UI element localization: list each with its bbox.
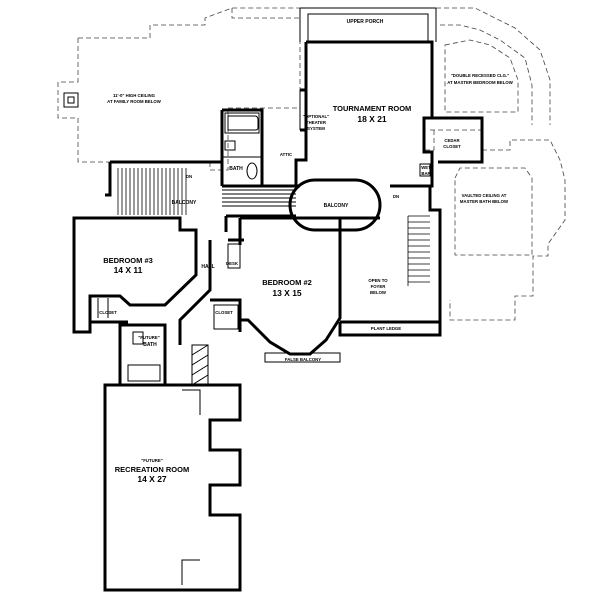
cedar-closet-label-1: CEDAR [444, 138, 460, 143]
closet3-label: CLOSET [99, 310, 117, 315]
bedroom2-name: BEDROOM #2 [262, 278, 312, 287]
open-foyer-label-1: OPEN TO [368, 278, 388, 283]
family-ceiling-label-2: AT FAMILY ROOM BELOW [107, 99, 162, 104]
bath-label: BATH [229, 166, 243, 172]
plant-ledge-label: PLANT LEDGE [371, 326, 401, 331]
family-ceiling-label-1: 11'-0" HIGH CEILING [113, 93, 156, 98]
tournament-room-size: 18 X 21 [357, 114, 387, 124]
closet2-label: CLOSET [215, 310, 233, 315]
optional-label-1: "OPTIONAL" [303, 114, 329, 119]
bedroom3-size: 14 X 11 [114, 265, 143, 275]
stair-left [117, 168, 187, 215]
walls [72, 7, 484, 592]
double-recessed-label-2: AT MASTER BEDROOM BELOW [447, 80, 514, 85]
bedroom2-size: 13 X 15 [272, 288, 302, 298]
attic-label: ATTIC [280, 152, 292, 157]
open-foyer-label-3: BELOW [370, 290, 387, 295]
hall-label: HALL [201, 264, 214, 270]
optional-label-2: THEATER [306, 120, 327, 125]
cedar-closet-label-2: CLOSET [443, 144, 461, 149]
fireplace-icon [63, 92, 79, 108]
tournament-room-name: TOURNAMENT ROOM [333, 104, 412, 113]
stair-right [407, 215, 430, 286]
false-balcony-label: FALSE BALCONY [285, 357, 321, 362]
balcony-label-1: BALCONY [172, 200, 197, 206]
wet-bar-label-2: BAR [421, 171, 431, 176]
recreation-future-label: "FUTURE" [141, 458, 163, 463]
recreation-room-name: RECREATION ROOM [115, 465, 189, 474]
wet-bar-label-1: WET [421, 165, 431, 170]
future-bath-label-1: "FUTURE" [138, 335, 160, 340]
open-foyer-label-2: FOYER [371, 284, 387, 289]
future-bath-label-2: BATH [143, 342, 157, 348]
recreation-room-size: 14 X 27 [137, 474, 167, 484]
bedroom3-name: BEDROOM #3 [103, 256, 153, 265]
vaulted-label-2: MASTER BATH BELOW [460, 199, 509, 204]
desk-label: DESK [226, 261, 239, 266]
down-label-1: DN [186, 174, 192, 179]
optional-label-3: SYSTEM [307, 126, 325, 131]
double-recessed-label-1: "DOUBLE RECESSED CLG." [451, 73, 510, 78]
vaulted-label-1: VAULTED CEILING AT [462, 193, 507, 198]
down-label-2: DN [393, 194, 399, 199]
upper-porch-label: UPPER PORCH [347, 19, 384, 25]
lower-floor-outline [57, 7, 566, 321]
balcony-label-2: BALCONY [324, 203, 349, 209]
